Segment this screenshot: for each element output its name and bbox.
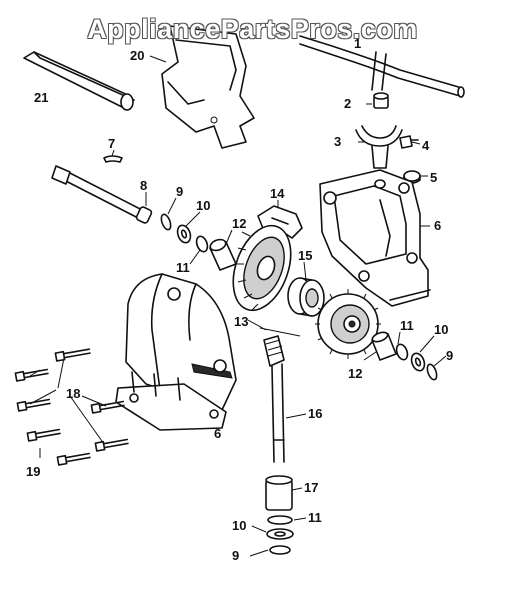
callout-10-upper: 10 <box>196 198 210 213</box>
callout-3: 3 <box>334 134 341 149</box>
callout-6-right: 6 <box>434 218 441 233</box>
part-12-spacer-upper <box>209 238 237 271</box>
watermark: AppliancePartsPros.com <box>87 14 418 44</box>
part-2-bushing <box>373 92 389 109</box>
callout-10-right: 10 <box>434 322 448 337</box>
callout-12-upper: 12 <box>232 216 246 231</box>
callout-12-right: 12 <box>348 366 362 381</box>
part-1-handle-tube <box>299 35 465 98</box>
leader-lines <box>29 55 447 557</box>
callout-2: 2 <box>344 96 351 111</box>
part-6-housing-right <box>319 169 431 307</box>
callout-11-lower: 11 <box>308 510 322 525</box>
callout-14: 14 <box>270 186 285 201</box>
part-8-shaft <box>51 165 153 224</box>
washer-set-upper <box>160 213 209 253</box>
part-17-bushing <box>265 475 293 511</box>
callout-19: 19 <box>26 464 40 479</box>
callout-6-left: 6 <box>214 426 221 441</box>
callout-4: 4 <box>422 138 430 153</box>
callout-16: 16 <box>308 406 322 421</box>
part-18-bolts <box>14 348 129 466</box>
callout-17: 17 <box>304 480 318 495</box>
callout-15: 15 <box>298 248 312 263</box>
part-21-handle-grip <box>23 51 135 111</box>
part-13-bevel-gear <box>232 224 292 312</box>
callout-labels: 1 2 3 4 5 6 6 7 8 9 9 9 10 10 10 11 11 1… <box>26 36 453 563</box>
callout-20: 20 <box>130 48 144 63</box>
callout-1: 1 <box>354 36 361 51</box>
callout-9-upper: 9 <box>176 184 183 199</box>
callout-10-lower: 10 <box>232 518 246 533</box>
callout-9-right: 9 <box>446 348 453 363</box>
part-3-fork-yoke <box>355 125 403 169</box>
part-15-clutch-dog <box>287 277 325 317</box>
part-20-bracket-plate <box>161 25 255 149</box>
callout-5: 5 <box>430 170 437 185</box>
part-16-drive-shaft <box>263 335 285 463</box>
callout-11-upper: 11 <box>176 260 190 275</box>
callout-18: 18 <box>66 386 80 401</box>
part-6-housing-left <box>115 273 237 431</box>
callout-8: 8 <box>140 178 147 193</box>
washer-set-lower <box>266 515 294 555</box>
part-4-clip <box>399 135 419 149</box>
washer-set-right <box>371 331 438 381</box>
part-13-spur-gear <box>315 289 381 359</box>
callout-13: 13 <box>234 314 248 329</box>
callout-11-right: 11 <box>400 318 414 333</box>
callout-7: 7 <box>108 136 115 151</box>
part-7-key <box>103 155 123 163</box>
callout-21: 21 <box>34 90 48 105</box>
callout-9-lower: 9 <box>232 548 239 563</box>
